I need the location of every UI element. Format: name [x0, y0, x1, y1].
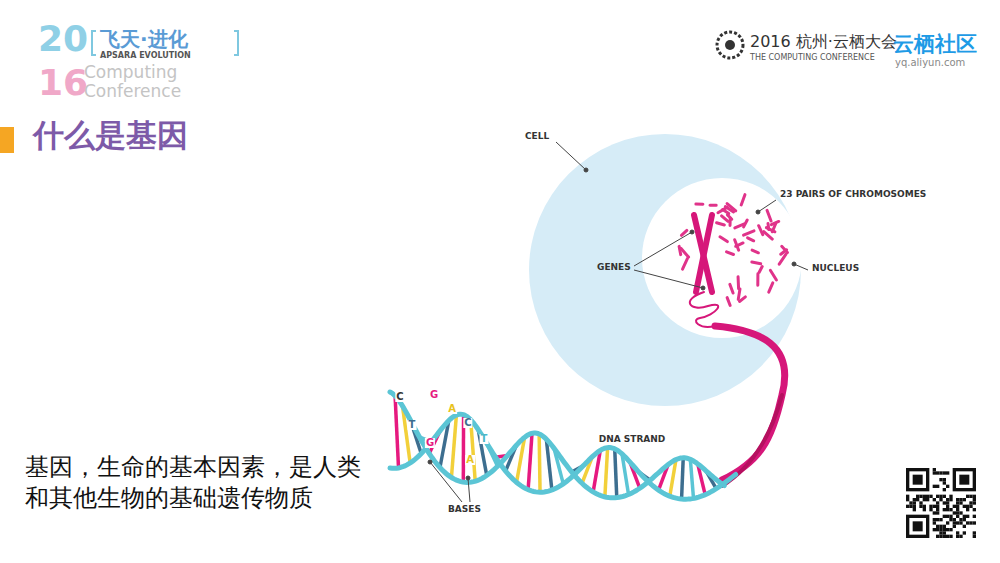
leader-lines: [428, 142, 808, 502]
qr-ground: [904, 466, 978, 540]
chromosome: [756, 272, 759, 287]
bracket: [92, 31, 96, 55]
body-text: 基因，生命的基本因素，是人类和其他生物的基础遗传物质: [25, 452, 370, 514]
slide-title: 什么是基因: [33, 118, 188, 154]
chromosome: [725, 201, 738, 213]
chromosome: [768, 268, 778, 282]
chromosome: [725, 296, 732, 308]
dna-ribbon: [690, 292, 785, 486]
chromosome: [780, 244, 790, 255]
cell-circle: [529, 134, 801, 406]
dna-backbone: [390, 414, 736, 499]
logo-watermark: Conference: [84, 82, 181, 102]
chromosome: [708, 204, 717, 207]
base-letter: T: [408, 420, 417, 430]
chromosomes: [677, 193, 789, 308]
conference-subname: THE COMPUTING CONFERENCE: [750, 53, 875, 62]
part-name: DNA STRAND: [599, 434, 666, 444]
base-pair: [528, 433, 532, 489]
part-name: CELL: [525, 131, 549, 141]
chromosome: [750, 260, 762, 265]
chromosome: [746, 236, 756, 243]
title-bar: [0, 127, 14, 153]
base-letter: G: [429, 390, 439, 400]
dna-helix: [390, 392, 736, 499]
base-pair: [395, 396, 398, 468]
chromosome: [750, 248, 760, 255]
base-letter: C: [395, 392, 404, 402]
logo-digits: 16: [38, 62, 88, 103]
chromosome: [733, 238, 741, 252]
base-pair: [471, 420, 476, 481]
qr-code: [904, 466, 978, 540]
base-pair: [615, 449, 617, 498]
conference-icon: [717, 32, 743, 58]
base-pair: [605, 448, 608, 497]
base-pair: [451, 415, 456, 477]
chromosome: [742, 218, 750, 229]
base-letter: T: [480, 434, 489, 444]
chromosome: [694, 215, 712, 292]
base-pair: [537, 434, 541, 492]
dna-backbone: [390, 392, 724, 498]
conference-name: 2016 杭州·云栖大会: [750, 33, 897, 51]
chromosome: [725, 250, 736, 257]
chromosome: [715, 221, 727, 227]
chromosome: [739, 193, 747, 207]
part-name: GENES: [597, 262, 631, 272]
chromosome: [736, 275, 740, 290]
logo-watermark: Computing: [84, 63, 177, 83]
chromosome: [767, 281, 775, 294]
chromosome: [718, 235, 730, 244]
chromosome: [694, 202, 704, 205]
chromosome: [737, 295, 747, 304]
logo-subtext: APSARA EVOLUTION: [100, 51, 191, 60]
chromosome: [742, 229, 756, 237]
base-letter: A: [465, 455, 475, 465]
base-pair: [690, 459, 693, 498]
logo-digits: 20: [38, 18, 88, 59]
chromosome: [679, 246, 691, 259]
bracket: [234, 31, 238, 55]
chromosome: [725, 213, 734, 222]
nucleus-circle: [642, 178, 802, 338]
chromosome: [766, 222, 770, 231]
community-logo: 云栖社区: [893, 32, 977, 56]
part-name: NUCLEUS: [812, 263, 859, 273]
chromosome: [765, 208, 773, 223]
community-url: yq.aliyun.com: [895, 57, 965, 69]
base-letter: G: [425, 438, 435, 448]
chromosome: [681, 257, 690, 271]
logo-text: 飞天·进化: [100, 28, 188, 51]
base-pair: [682, 458, 684, 499]
chromosome: [757, 224, 765, 237]
chromosome: [777, 252, 788, 266]
chromosome: [728, 282, 735, 295]
base-letter: A: [447, 404, 457, 414]
part-name: BASES: [448, 504, 481, 514]
part-name: 23 PAIRS OF CHROMOSOMES: [780, 189, 926, 199]
base-letter: C: [463, 418, 472, 428]
